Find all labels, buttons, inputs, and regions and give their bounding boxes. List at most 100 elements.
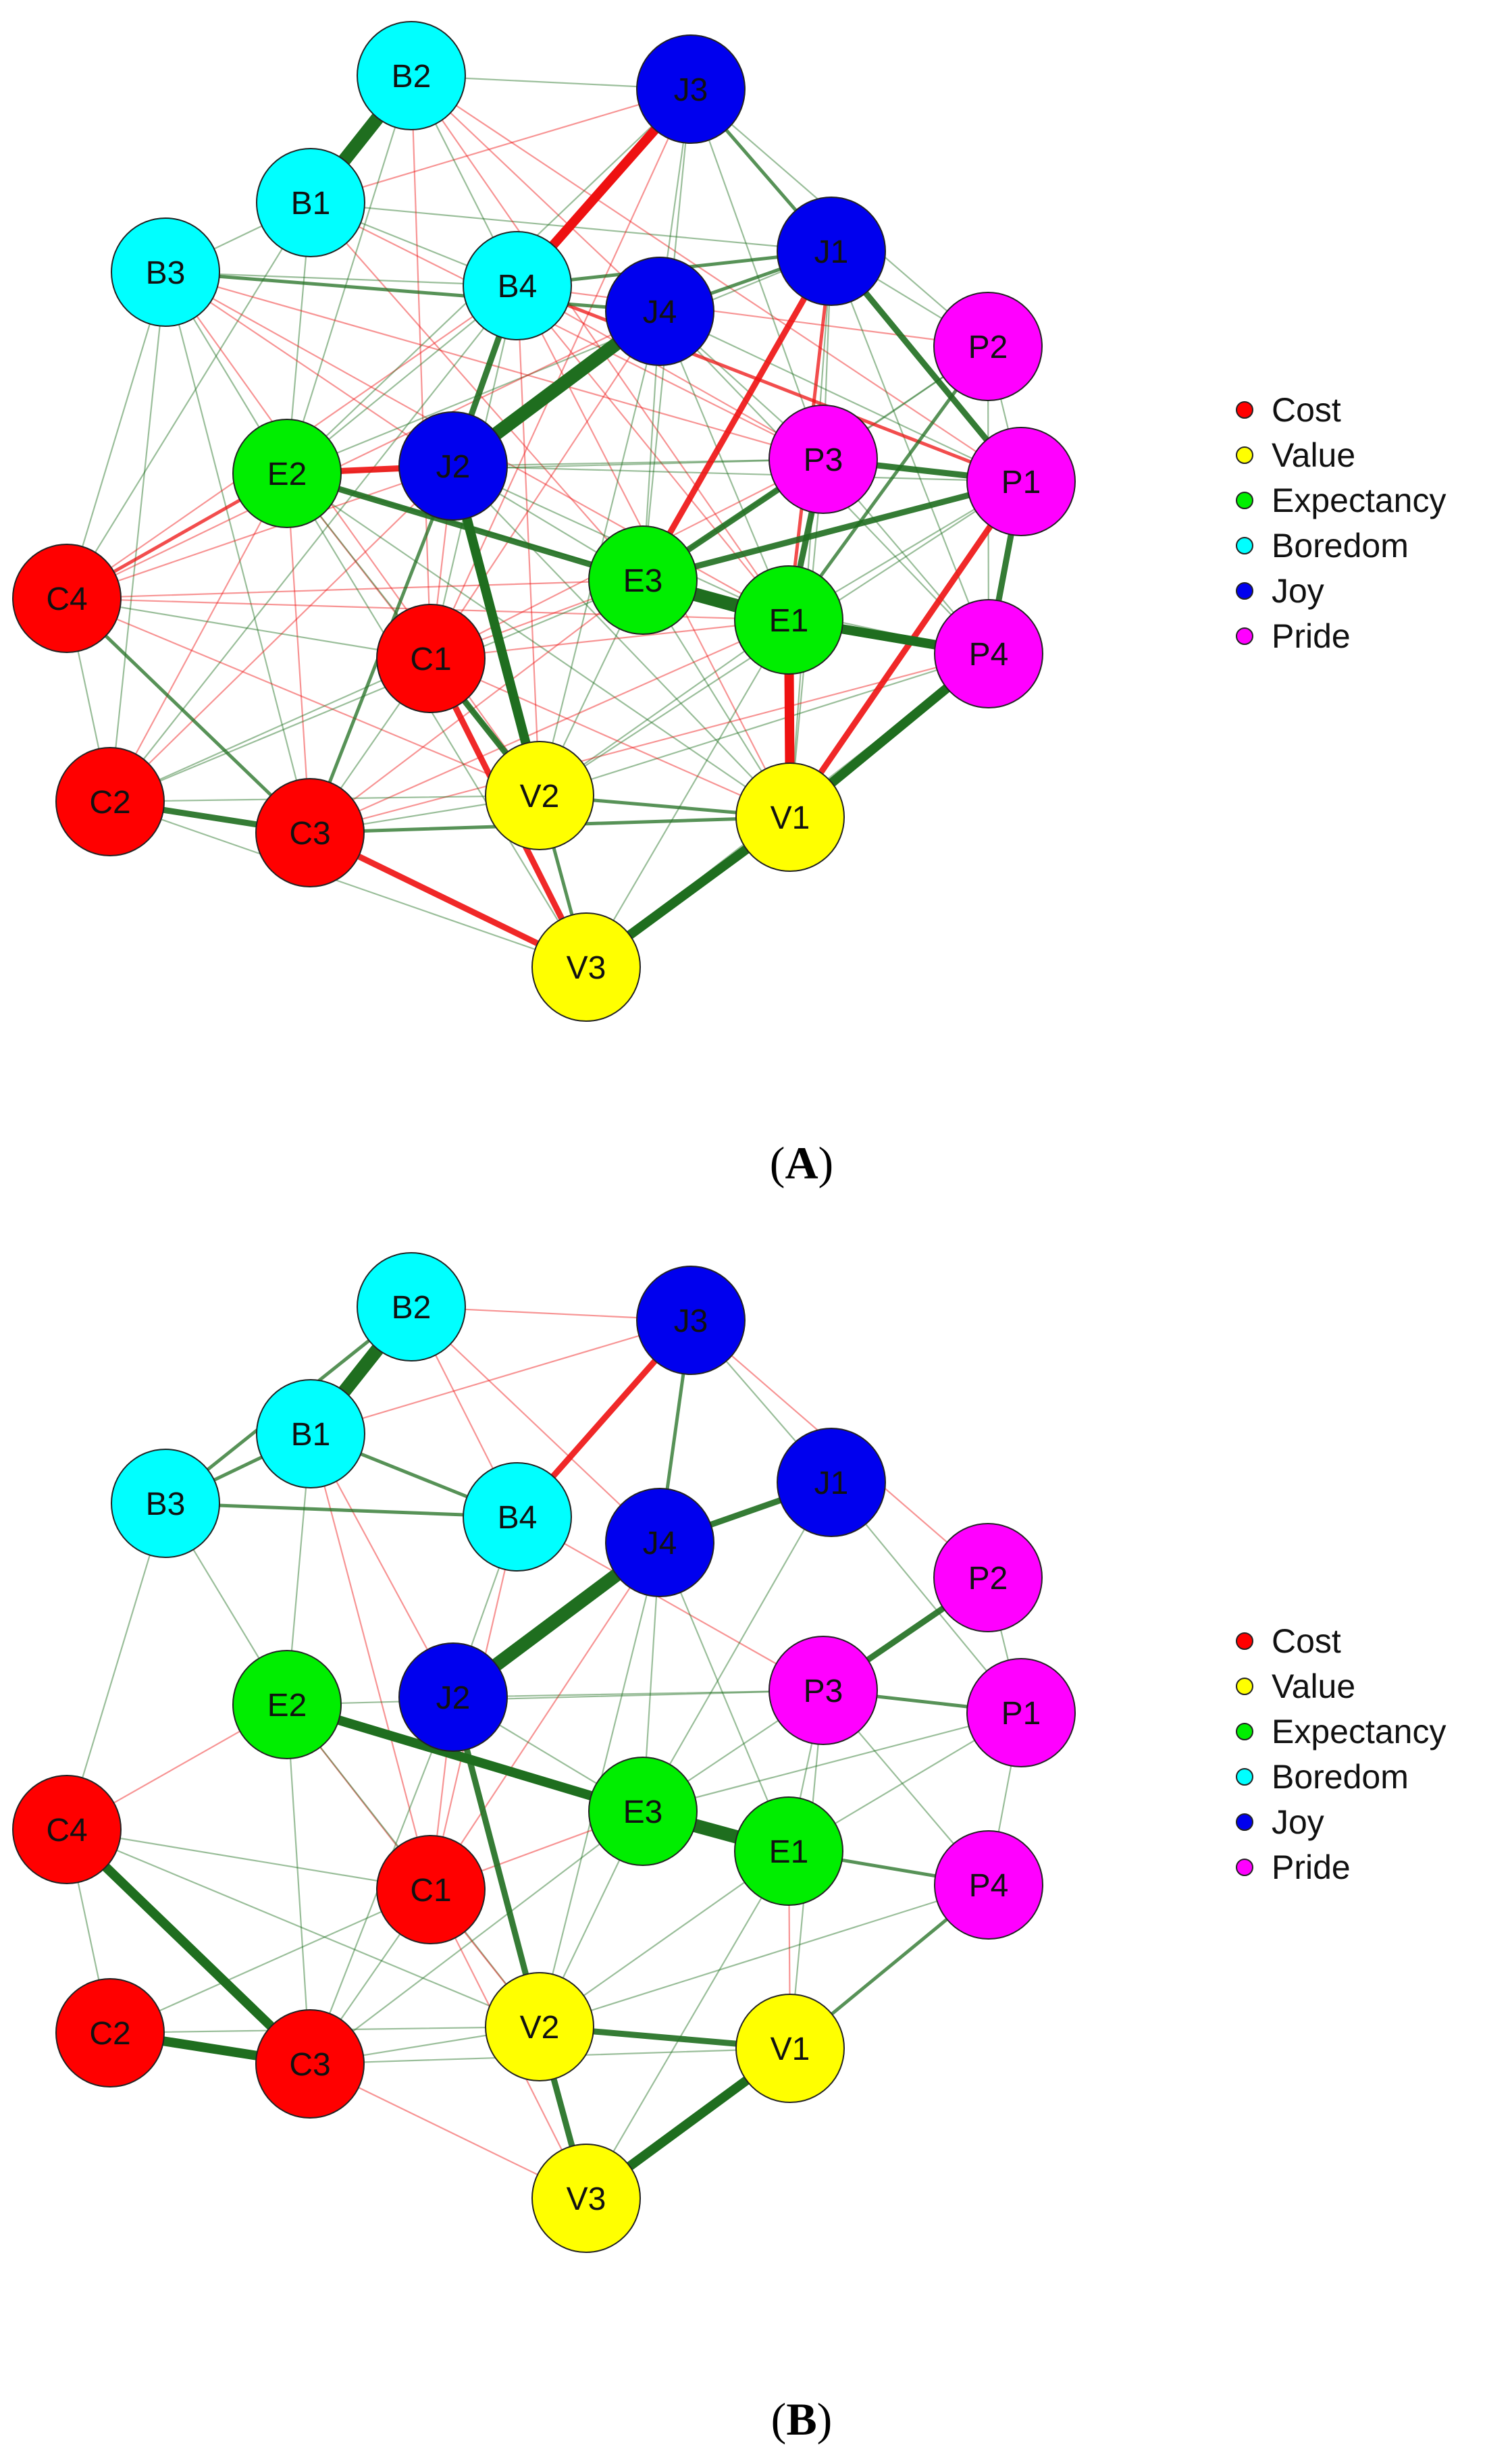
edge-e2-e3 [282,1700,648,1816]
node-p1: P1 [966,427,1076,536]
node-label: C1 [410,642,451,677]
node-circle [463,231,572,340]
edge-c4-v2 [66,1828,541,2028]
node-v3: V3 [531,2144,641,2253]
node-label: B2 [392,1290,432,1326]
panel-a-caption: (A) [770,1137,833,1189]
node-circle [485,1972,594,2081]
edge-b3-c4 [66,1502,167,1831]
node-circle [588,1757,698,1866]
node-label: C3 [289,2047,330,2083]
node-circle [636,34,746,144]
edge-c4-c1 [66,597,432,660]
edge-b1-j3 [309,1319,692,1435]
node-circle [636,1266,746,1375]
node-label: J4 [643,1526,677,1561]
node-v2: V2 [485,741,594,850]
node-label: E3 [623,1794,663,1830]
legend-label: Expectancy [1272,1713,1446,1751]
node-label: J1 [814,234,849,270]
node-b4: B4 [463,231,572,340]
node-label: P3 [804,1674,843,1709]
node-b4: B4 [463,1462,572,1572]
edge-j2-p3 [452,1689,825,1699]
node-circle [777,197,886,306]
node-label: J2 [436,1680,471,1716]
legend-label: Cost [1272,391,1341,429]
node-j4: J4 [605,257,714,366]
edge-b2-e2 [286,74,413,475]
node-label: P4 [969,637,1009,673]
node-circle [256,148,365,257]
node-circle [232,419,342,528]
node-j3: J3 [636,1266,746,1375]
legend-item-cost: Cost [1236,391,1341,429]
node-label: P1 [1001,1696,1041,1732]
legend-swatch [1236,537,1253,554]
node-v2: V2 [485,1972,594,2081]
node-label: P2 [968,1561,1008,1597]
edge-j4-c4 [66,310,661,600]
legend-label: Expectancy [1272,482,1446,519]
node-p4: P4 [934,1830,1043,1940]
legend-item-joy: Joy [1236,572,1324,610]
edge-b4-v2 [516,284,541,797]
node-e3: E3 [588,525,698,635]
node-j3: J3 [636,34,746,144]
edge-j1-e3 [642,1481,833,1813]
node-circle [934,1830,1043,1940]
node-label: C3 [289,816,330,852]
legend-item-value: Value [1236,1667,1355,1705]
node-circle [933,1523,1043,1632]
node-circle [232,1650,342,1759]
legend-swatch [1236,1678,1253,1695]
node-c1: C1 [376,604,486,713]
legend-item-expectancy: Expectancy [1236,482,1446,519]
node-j1: J1 [777,197,886,306]
node-label: C4 [46,1813,87,1848]
node-label: V3 [567,2181,606,2217]
edge-b4-p3 [516,1515,825,1692]
panel-b-caption: (B) [771,2393,833,2445]
node-circle [463,1462,572,1572]
node-circle [531,2144,641,2253]
node-j1: J1 [777,1428,886,1537]
edge-p4-v2 [538,652,990,797]
edge-b4-c2 [109,284,519,803]
edge-e1-c1 [429,619,790,660]
node-circle [398,411,508,521]
legend-swatch [1236,1859,1253,1876]
node-label: C2 [89,2016,130,2052]
node-label: V2 [520,2010,560,2046]
node-label: E2 [267,1688,307,1723]
node-circle [768,1636,878,1745]
node-b3: B3 [111,1449,220,1558]
legend-item-cost: Cost [1236,1622,1341,1660]
node-p2: P2 [933,292,1043,401]
node-label: E3 [623,563,663,599]
node-label: E2 [267,457,307,492]
node-label: B2 [392,59,432,95]
node-p1: P1 [966,1658,1076,1767]
edge-b4-p2 [516,284,989,348]
node-circle [255,2009,365,2119]
node-circle [777,1428,886,1537]
legend-swatch [1236,627,1253,645]
legend-item-pride: Pride [1236,1848,1351,1886]
edge-b3-b4 [163,1501,519,1519]
node-circle [588,525,698,635]
edge-c2-v3 [109,800,588,968]
node-label: V1 [771,800,810,836]
edge-j4-p1 [658,310,1022,483]
node-c2: C2 [55,747,165,856]
legend-label: Value [1272,1667,1355,1705]
node-c3: C3 [255,2009,365,2119]
node-label: J3 [674,1303,708,1339]
legend-item-boredom: Boredom [1236,527,1409,565]
node-b2: B2 [357,1252,466,1362]
node-circle [933,292,1043,401]
node-p4: P4 [934,599,1043,708]
node-j2: J2 [398,411,508,521]
